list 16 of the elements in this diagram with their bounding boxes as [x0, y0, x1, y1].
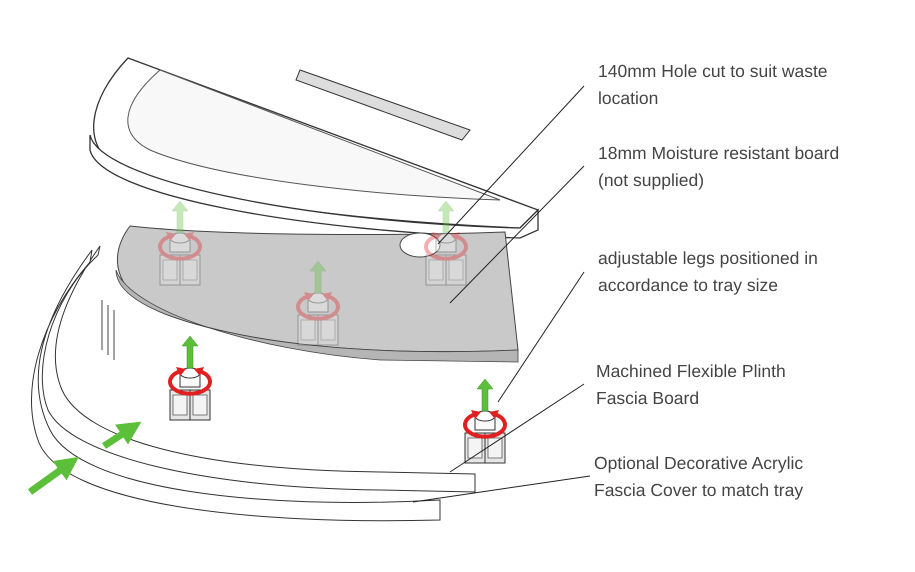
callout-label: Optional Decorative Acrylic Fascia Cover to match tray: [594, 452, 804, 502]
leader-line: [450, 384, 584, 472]
callout-label: 140mm Hole cut to suit waste location: [598, 60, 829, 110]
leader-line: [450, 166, 584, 304]
callout-label: 18mm Moisture resistant board (not supplied): [598, 142, 840, 192]
block-arrow: [28, 456, 79, 495]
plinth-fascia-board: [42, 246, 476, 492]
moisture-resistant-board: [116, 226, 518, 362]
adjustable-leg: [463, 410, 507, 464]
leader-line: [438, 86, 584, 244]
waste-hole: [400, 232, 440, 258]
leader-line: [498, 272, 584, 402]
block-arrow: [102, 422, 142, 449]
fascia-cover: [31, 250, 440, 522]
callout-label: Machined Flexible Plinth Fascia Board: [596, 360, 787, 410]
callout-label: adjustable legs positioned in accordance to tray size: [598, 247, 819, 297]
